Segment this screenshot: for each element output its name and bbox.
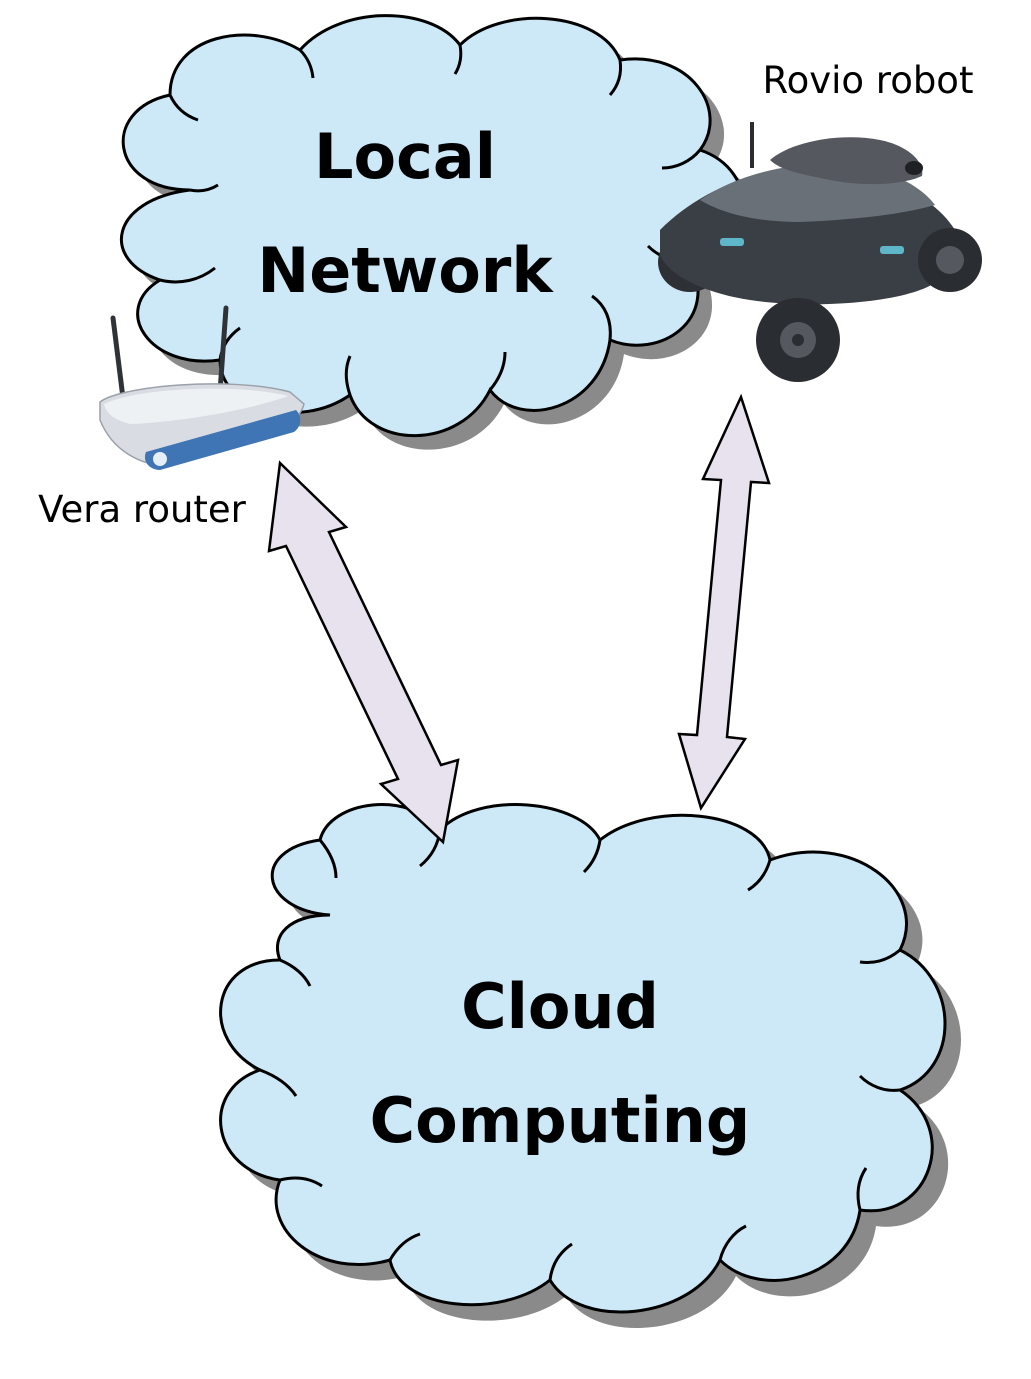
computing-cloud-curl [718,1224,747,1261]
robot-camera [905,161,923,175]
local-cloud-curl [608,59,622,96]
robot-light [880,246,904,254]
cloud-computing-cloud: Cloud Computing [219,803,961,1329]
router-label: Vera router [38,488,247,531]
computing-cloud-curl [548,1242,573,1281]
local-cloud-curl [159,266,216,284]
local-cloud-curl [453,44,463,75]
router-icon [99,305,305,470]
local-cloud-title-line1: Local [314,120,496,193]
router-antenna [217,305,229,395]
router-stripe [144,410,301,470]
local-cloud-curl [344,355,352,396]
computing-cloud-title-line2: Computing [370,1084,751,1157]
local-cloud-title-line2: Network [257,234,554,307]
local-cloud-curl [168,94,199,122]
robot-cloud-arrow [677,393,771,811]
router-antenna [110,315,126,401]
local-cloud-curl [298,48,315,79]
local-cloud-curl [661,149,702,170]
local-cloud-curl [591,294,612,341]
computing-cloud-curl [279,1176,323,1188]
local-cloud-curl [189,183,219,193]
robot-head [770,137,923,185]
computing-cloud-curl [858,1074,901,1092]
robot-label: Rovio robot [763,59,974,102]
local-network-cloud: Local Network [120,14,758,450]
router-top [104,388,288,424]
computing-cloud-curl [859,948,901,964]
computing-cloud-curl [279,958,312,987]
cloud-computing-cloud-body [219,803,947,1314]
router-button [153,452,167,466]
computing-cloud-curl [318,839,338,879]
computing-cloud-title-line1: Cloud [461,970,659,1043]
computing-cloud-curl [259,1068,298,1097]
computing-cloud-curl [856,1167,868,1211]
router-cloud-arrow [267,460,460,845]
computing-cloud-curl [747,859,772,892]
robot-icon [658,122,982,382]
computing-cloud-curl [582,839,602,874]
robot-light [720,238,744,246]
computing-cloud-curl [388,1232,421,1261]
local-cloud-curl [488,351,507,391]
robot-wheel [792,334,804,346]
robot-wheel [936,246,964,274]
